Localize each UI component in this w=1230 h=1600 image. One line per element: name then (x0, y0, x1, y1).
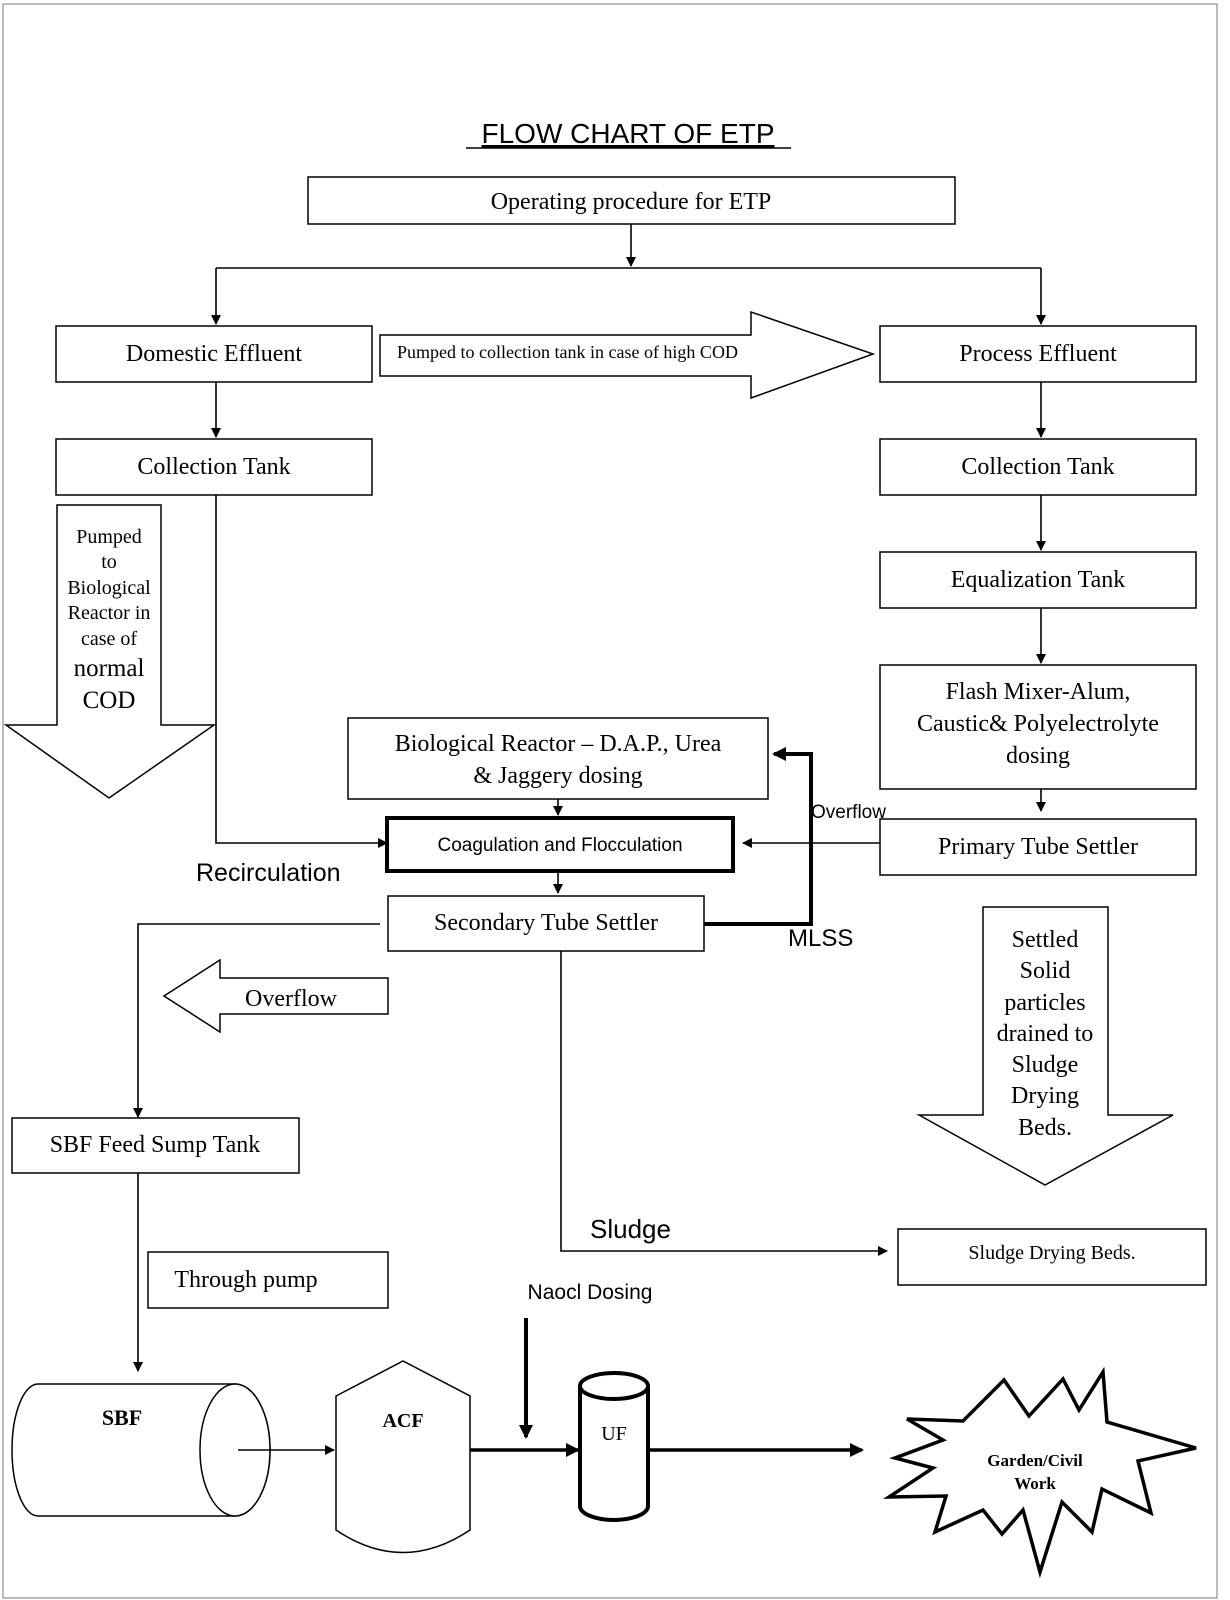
sludge-drying-beds-box: Sludge Drying Beds. (897, 1228, 1207, 1286)
svg-text:Flash Mixer-Alum,: Flash Mixer-Alum, (946, 679, 1131, 705)
svg-text:Collection Tank: Collection Tank (137, 454, 290, 480)
high-cod-block-arrow: Pumped to collection tank in case of hig… (379, 310, 876, 400)
uf-cylinder: UF (578, 1371, 650, 1522)
sludge-label: Sludge (590, 1214, 671, 1244)
sbf-cylinder: SBF (11, 1383, 271, 1517)
svg-text:drained to: drained to (997, 1021, 1094, 1047)
process-effluent-box: Process Effluent (879, 325, 1197, 383)
coagulation-flocculation-box: Coagulation and Flocculation (385, 816, 735, 873)
through-pump-box: Through pump (147, 1251, 389, 1309)
domestic-effluent-box: Domestic Effluent (55, 325, 373, 383)
naocl-dosing-label: Naocl Dosing (528, 1281, 653, 1304)
svg-text:Overflow: Overflow (245, 986, 338, 1012)
line-secondary-to-sbf-feed (133, 923, 380, 1118)
garden-civil-work-starburst: Garden/Civil Work (883, 1366, 1197, 1579)
mlss-return-line (704, 747, 813, 926)
equalization-tank-box: Equalization Tank (879, 551, 1197, 609)
flash-mixer-box: Flash Mixer-Alum, Caustic& Polyelectroly… (879, 664, 1197, 790)
overflow-block-arrow: Overflow (162, 958, 389, 1034)
svg-text:& Jaggery dosing: & Jaggery dosing (473, 763, 642, 789)
recirculation-label: Recirculation (196, 859, 341, 887)
svg-text:Caustic& Polyelectrolyte: Caustic& Polyelectrolyte (917, 711, 1159, 737)
sbf-feed-sump-tank-box: SBF Feed Sump Tank (11, 1117, 300, 1174)
svg-text:Garden/Civil: Garden/Civil (987, 1451, 1083, 1470)
settled-solids-block-arrow: Settled Solid particles drained to Sludg… (916, 906, 1174, 1186)
svg-text:Work: Work (1014, 1474, 1056, 1493)
svg-text:SBF: SBF (102, 1405, 142, 1430)
svg-text:Secondary Tube Settler: Secondary Tube Settler (434, 910, 658, 936)
svg-text:dosing: dosing (1006, 743, 1070, 769)
svg-text:Pumped to collection tank in c: Pumped to collection tank in case of hig… (397, 342, 738, 362)
svg-text:particles: particles (1004, 990, 1085, 1016)
line-domestic-to-coagulation (215, 495, 388, 848)
page-title: FLOW CHART OF ETP (482, 118, 775, 149)
pumped-bio-block-arrow: Pumped to Biological Reactor in case of … (3, 504, 217, 799)
svg-text:UF: UF (601, 1423, 627, 1445)
overflow-primary-label: Overflow (811, 802, 886, 823)
sludge-line (560, 951, 888, 1256)
svg-text:Domestic Effluent: Domestic Effluent (126, 341, 303, 367)
svg-text:Sludge Drying Beds.: Sludge Drying Beds. (968, 1242, 1135, 1264)
secondary-tube-settler-box: Secondary Tube Settler (387, 895, 705, 952)
primary-tube-settler-box: Primary Tube Settler (879, 818, 1197, 876)
svg-text:Solid: Solid (1020, 958, 1071, 984)
svg-text:Beds.: Beds. (1018, 1115, 1072, 1141)
svg-text:Drying: Drying (1011, 1083, 1079, 1109)
svg-text:Process Effluent: Process Effluent (959, 341, 1117, 367)
svg-text:Settled: Settled (1012, 927, 1079, 953)
svg-text:Coagulation and Flocculation: Coagulation and Flocculation (437, 835, 682, 856)
mlss-label: MLSS (788, 925, 853, 952)
svg-text:Biological Reactor – D.A.P., U: Biological Reactor – D.A.P., Urea (395, 731, 722, 757)
biological-reactor-box: Biological Reactor – D.A.P., Urea & Jagg… (347, 717, 769, 800)
svg-text:case of: case of (81, 628, 137, 650)
svg-text:COD: COD (83, 687, 136, 714)
svg-text:to: to (101, 551, 117, 573)
svg-text:SBF Feed Sump Tank: SBF Feed Sump Tank (50, 1132, 261, 1158)
svg-text:normal: normal (74, 655, 145, 682)
svg-text:Equalization Tank: Equalization Tank (951, 567, 1126, 593)
collection-tank-right: Collection Tank (879, 438, 1197, 496)
svg-text:Reactor in: Reactor in (68, 602, 151, 624)
svg-text:Biological: Biological (67, 577, 151, 599)
page-border (2, 3, 1218, 1599)
svg-text:Primary Tube Settler: Primary Tube Settler (938, 834, 1138, 860)
svg-text:ACF: ACF (382, 1410, 423, 1432)
acf-vessel: ACF (335, 1360, 471, 1554)
svg-text:Operating procedure for ETP: Operating procedure for ETP (491, 189, 772, 215)
svg-text:Sludge: Sludge (1012, 1052, 1079, 1078)
svg-text:Pumped: Pumped (76, 526, 142, 548)
collection-tank-left: Collection Tank (55, 438, 373, 496)
svg-text:Through pump: Through pump (174, 1267, 317, 1293)
svg-text:Collection Tank: Collection Tank (961, 454, 1114, 480)
operating-procedure-box: Operating procedure for ETP (307, 176, 956, 225)
